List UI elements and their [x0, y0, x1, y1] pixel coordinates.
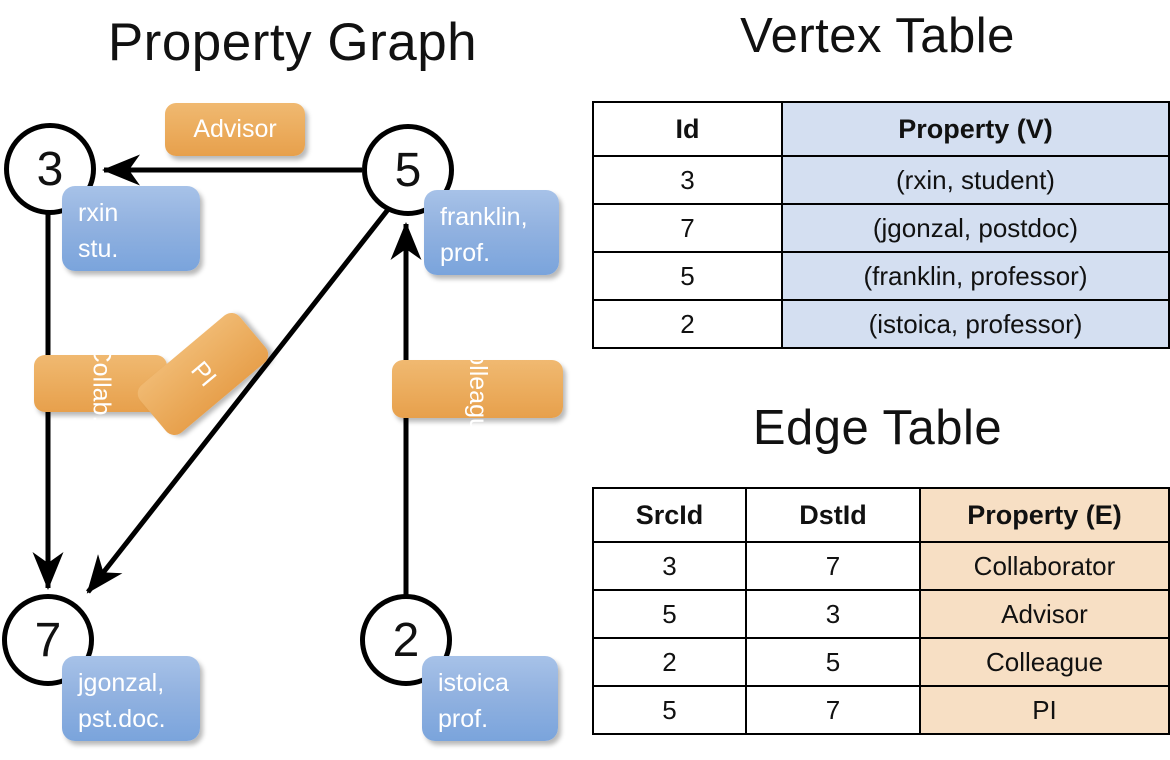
edge-table: SrcId DstId Property (E) 3 7 Collaborato…	[592, 487, 1170, 735]
edge-label-advisor[interactable]: Advisor	[165, 103, 305, 156]
edge-row-0-property: Collaborator	[919, 541, 1170, 591]
edge-table-header-dstid: DstId	[745, 487, 921, 543]
edge-label-colleague-text: Colleague	[464, 332, 492, 446]
edge-row-3-property: PI	[919, 685, 1170, 735]
vertex-table-header-id: Id	[592, 101, 783, 157]
vertex-table-title: Vertex Table	[740, 9, 1015, 63]
edge-row-0-dst: 7	[745, 541, 921, 591]
table-row[interactable]: 2 5 Colleague	[592, 637, 1170, 687]
edge-row-0-src: 3	[592, 541, 747, 591]
table-row[interactable]: 3 7 Collaborator	[592, 541, 1170, 591]
vertex-table: Id Property (V) 3 (rxin, student) 7 (jgo…	[592, 101, 1170, 349]
edge-label-advisor-text: Advisor	[193, 115, 277, 143]
vertex-3-property-line1: rxin	[78, 199, 119, 227]
edge-table-header-srcid: SrcId	[592, 487, 747, 543]
vertex-3-property-box[interactable]: rxin stu.	[62, 186, 200, 271]
edge-table-header-property: Property (E)	[919, 487, 1170, 543]
edge-row-1-src: 5	[592, 589, 747, 639]
vertex-node-2-label: 2	[392, 613, 420, 667]
edge-row-1-property: Advisor	[919, 589, 1170, 639]
vertex-node-2[interactable]: 2	[360, 594, 452, 686]
vertex-2-property-line1: istoica	[438, 669, 509, 697]
edge-row-3-dst: 7	[745, 685, 921, 735]
edge-label-collab-text: Collab.	[86, 344, 115, 423]
vertex-row-1-property: (jgonzal, postdoc)	[781, 203, 1170, 253]
vertex-table-header-row: Id Property (V)	[592, 101, 1170, 157]
edge-row-3-src: 5	[592, 685, 747, 735]
edge-row-1-dst: 3	[745, 589, 921, 639]
table-row[interactable]: 3 (rxin, student)	[592, 155, 1170, 205]
table-row[interactable]: 5 3 Advisor	[592, 589, 1170, 639]
edge-table-header-row: SrcId DstId Property (E)	[592, 487, 1170, 543]
vertex-node-5[interactable]: 5	[362, 124, 454, 216]
vertex-row-3-id: 2	[592, 299, 783, 349]
property-graph-title: Property Graph	[107, 13, 478, 72]
edge-label-colleague[interactable]: Colleague	[392, 333, 563, 445]
vertex-5-property-box[interactable]: franklin, prof.	[424, 190, 559, 275]
vertex-node-7-label: 7	[34, 613, 62, 667]
vertex-table-header-property: Property (V)	[781, 101, 1170, 157]
table-row[interactable]: 2 (istoica, professor)	[592, 299, 1170, 349]
vertex-3-property-line2: stu.	[78, 234, 119, 263]
vertex-row-2-id: 5	[592, 251, 783, 301]
property-graph-panel: Property Graph 3 5 7 2	[2, 13, 563, 741]
vertex-node-3-label: 3	[36, 142, 64, 196]
vertex-2-property-box[interactable]: istoica prof.	[422, 656, 558, 741]
table-row[interactable]: 5 7 PI	[592, 685, 1170, 735]
table-row[interactable]: 7 (jgonzal, postdoc)	[592, 203, 1170, 253]
edge-label-pi-text: PI	[185, 355, 222, 392]
edge-5-to-7-pi	[86, 205, 392, 594]
vertex-row-0-property: (rxin, student)	[781, 155, 1170, 205]
vertex-7-property-line1: jgonzal,	[78, 669, 165, 697]
vertex-7-property-box[interactable]: jgonzal, pst.doc.	[62, 656, 200, 741]
edge-table-title: Edge Table	[752, 401, 1003, 455]
vertex-node-5-label: 5	[394, 143, 422, 197]
vertex-5-property-line1: franklin,	[440, 203, 528, 231]
vertex-5-property-line2: prof.	[440, 238, 491, 267]
edge-row-2-dst: 5	[745, 637, 921, 687]
vertex-row-3-property: (istoica, professor)	[781, 299, 1170, 349]
edge-row-2-src: 2	[592, 637, 747, 687]
vertex-row-1-id: 7	[592, 203, 783, 253]
vertex-2-property-line2: prof.	[438, 704, 489, 733]
vertex-row-2-property: (franklin, professor)	[781, 251, 1170, 301]
vertex-7-property-line2: pst.doc.	[78, 704, 166, 733]
edge-row-2-property: Colleague	[919, 637, 1170, 687]
table-row[interactable]: 5 (franklin, professor)	[592, 251, 1170, 301]
vertex-row-0-id: 3	[592, 155, 783, 205]
